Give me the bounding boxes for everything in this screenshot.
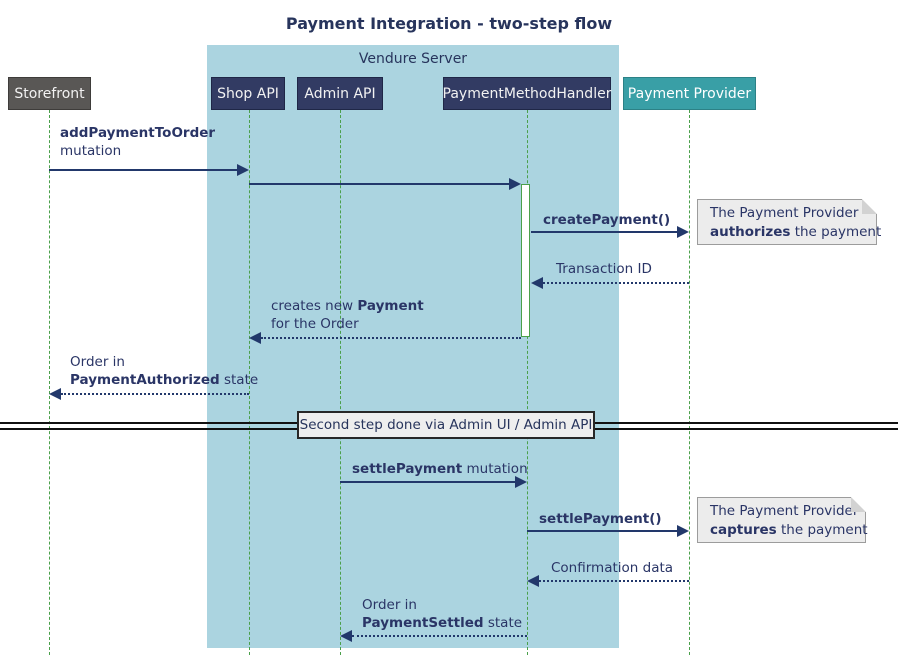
vendure-server-frame: Vendure Server xyxy=(207,45,619,648)
message-line2: PaymentAuthorized state xyxy=(70,372,259,388)
note-authorizes: The Payment Provider authorizes the paym… xyxy=(697,199,882,245)
message-line-order-authorized xyxy=(61,393,249,395)
note-captures: The Payment Provider captures the paymen… xyxy=(697,497,868,543)
participant-shop-api: Shop API xyxy=(211,77,285,110)
arrowhead-right-icon xyxy=(677,226,689,238)
message-label-order-settled: Order in PaymentSettled state xyxy=(362,596,522,632)
message-label-create-payment: createPayment() xyxy=(543,212,671,228)
arrowhead-right-icon xyxy=(677,525,689,537)
activation-bar xyxy=(521,184,530,337)
lifeline-storefront xyxy=(49,110,50,655)
message-line2: mutation xyxy=(60,143,122,159)
arrowhead-right-icon xyxy=(515,476,527,488)
message-label-confirmation: Confirmation data xyxy=(551,560,674,576)
lifeline-payment-method-handler xyxy=(527,110,528,655)
message-line1: addPaymentToOrder xyxy=(60,125,216,141)
participant-label: Admin API xyxy=(304,85,376,102)
message-line-settle-call xyxy=(527,530,677,532)
message-line-handler-call xyxy=(249,183,509,185)
arrowhead-left-icon xyxy=(49,388,61,400)
message-line-settle-mutation xyxy=(340,481,515,483)
message-line2: for the Order xyxy=(271,316,359,332)
divider-label: Second step done via Admin UI / Admin AP… xyxy=(297,411,595,439)
participant-label: PaymentMethodHandler xyxy=(442,85,612,102)
arrowhead-right-icon xyxy=(237,164,249,176)
lifeline-payment-provider xyxy=(689,110,690,655)
lifeline-admin-api xyxy=(340,110,341,655)
lifeline-shop-api xyxy=(249,110,250,655)
message-line-creates-payment xyxy=(261,337,521,339)
message-label-settle-mutation: settlePayment mutation xyxy=(352,461,528,477)
participant-label: Shop API xyxy=(217,85,279,102)
arrowhead-left-icon xyxy=(249,332,261,344)
frame-label: Vendure Server xyxy=(358,51,468,67)
arrowhead-left-icon xyxy=(527,575,539,587)
note-line2: authorizes the payment xyxy=(710,224,882,240)
message-label-order-authorized: Order in PaymentAuthorized state xyxy=(70,353,258,389)
arrowhead-right-icon xyxy=(509,178,521,190)
message-line-order-settled xyxy=(352,635,527,637)
message-line-create-payment xyxy=(531,231,677,233)
message-label-transaction-id: Transaction ID xyxy=(556,261,652,277)
message-label-add-payment: addPaymentToOrder mutation xyxy=(60,124,215,160)
note-line1: The Payment Provider xyxy=(710,503,859,519)
arrowhead-left-icon xyxy=(340,630,352,642)
message-label-settle-call: settlePayment() xyxy=(539,511,662,527)
message-line-transaction-id xyxy=(543,282,689,284)
message-line1: Order in xyxy=(70,354,125,370)
participant-payment-method-handler: PaymentMethodHandler xyxy=(443,77,611,110)
diagram-title: Payment Integration - two-step flow xyxy=(285,14,613,33)
message-line2: PaymentSettled state xyxy=(362,615,523,631)
message-line1: Order in xyxy=(362,597,417,613)
message-line-add-payment xyxy=(49,169,238,171)
note-line2: captures the payment xyxy=(710,522,868,538)
participant-admin-api: Admin API xyxy=(297,77,383,110)
message-label-creates-payment: creates new Payment for the Order xyxy=(271,297,424,333)
participant-label: Storefront xyxy=(14,85,85,102)
message-line1: creates new Payment xyxy=(271,298,424,314)
note-line1: The Payment Provider xyxy=(710,205,859,221)
participant-label: Payment Provider xyxy=(627,85,752,102)
arrowhead-left-icon xyxy=(531,277,543,289)
participant-payment-provider: Payment Provider xyxy=(623,77,756,110)
participant-storefront: Storefront xyxy=(8,77,91,110)
message-line-confirmation xyxy=(539,580,689,582)
